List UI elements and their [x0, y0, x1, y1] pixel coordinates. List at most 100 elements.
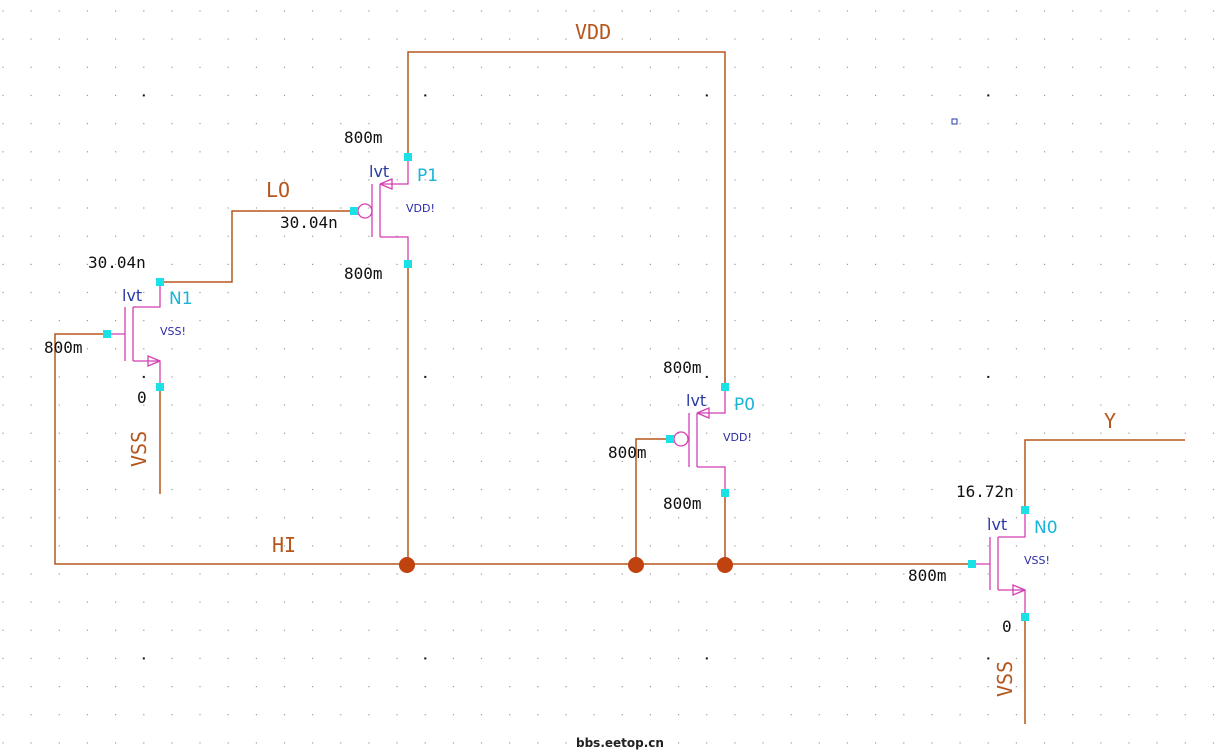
grid-dot [931, 320, 933, 322]
grid-dot [1184, 38, 1186, 40]
pin-n1-gate[interactable] [103, 330, 111, 338]
grid-dot [1184, 179, 1186, 181]
pin-p0-source[interactable] [721, 383, 729, 391]
grid-dot [1128, 404, 1130, 406]
pin-n0-source[interactable] [1021, 613, 1029, 621]
n0-instance-name: N0 [1034, 518, 1058, 538]
grid-dot [227, 66, 229, 68]
grid-dot [931, 123, 933, 125]
grid-dot [706, 10, 708, 12]
grid-dot [790, 38, 792, 40]
pin-p0-drain[interactable] [721, 489, 729, 497]
grid-dot [142, 375, 145, 378]
grid-dot [30, 263, 32, 265]
grid-dot [621, 601, 623, 603]
grid-dot [396, 38, 398, 40]
grid-dot [875, 432, 877, 434]
grid-dot [762, 460, 764, 462]
grid-dot [396, 432, 398, 434]
grid-dot [734, 517, 736, 519]
grid-dot [199, 488, 201, 491]
wire-vdd[interactable] [407, 51, 726, 387]
pin-p1-source[interactable] [404, 153, 412, 161]
grid-dot [537, 573, 539, 575]
grid-dot [903, 263, 905, 265]
grid-dot [368, 545, 370, 547]
grid-dot [452, 657, 454, 659]
grid-dot [931, 291, 933, 294]
grid-dot [818, 460, 820, 462]
grid-dot [1044, 151, 1046, 153]
grid-dot [1128, 320, 1130, 322]
grid-dot [424, 686, 426, 688]
grid-dot [734, 629, 736, 631]
grid-dot [171, 742, 173, 744]
grid-dot [565, 742, 567, 744]
grid-dot [593, 235, 595, 237]
grid-dot [227, 545, 229, 547]
wire-hi[interactable] [54, 333, 972, 565]
grid-dot [1100, 151, 1102, 153]
grid-dot [593, 320, 595, 322]
grid-dot [143, 517, 145, 519]
grid-dot [621, 291, 623, 294]
grid-dot [509, 432, 511, 434]
grid-dot [30, 460, 32, 462]
wire-y[interactable] [1024, 439, 1185, 510]
grid-dot [58, 151, 60, 153]
pin-p1-drain[interactable] [404, 260, 412, 268]
grid-dot [706, 263, 708, 265]
grid-dot [368, 10, 370, 12]
grid-dot [30, 235, 32, 237]
grid-dot [340, 742, 342, 744]
grid-dot [1072, 94, 1074, 96]
grid-dot [340, 320, 342, 322]
grid-dot [846, 38, 849, 40]
grid-dot [424, 601, 426, 603]
grid-dot [255, 291, 257, 294]
grid-dot [875, 601, 877, 603]
grid-dot [1072, 657, 1074, 659]
grid-dot [790, 94, 792, 96]
grid-dot [678, 179, 680, 181]
grid-dot [1100, 517, 1102, 519]
grid-dot [227, 488, 229, 491]
grid-dot [1156, 179, 1158, 181]
grid-dot [1015, 657, 1017, 659]
wire-p0-gate[interactable] [635, 438, 670, 564]
grid-dot [30, 573, 32, 575]
wire-lo[interactable] [160, 210, 354, 283]
transistor-n0[interactable] [968, 506, 1029, 621]
grid-dot [480, 545, 483, 547]
grid-dot [931, 629, 933, 631]
grid-dot [1212, 517, 1215, 519]
grid-dot [846, 263, 849, 265]
pin-p0-gate[interactable] [666, 435, 674, 443]
grid-dot [734, 545, 736, 547]
grid-dot [86, 263, 88, 265]
grid-dot [30, 348, 32, 350]
grid-dot [1072, 404, 1074, 406]
grid-dot [340, 376, 342, 378]
pin-p1-gate[interactable] [350, 207, 358, 215]
grid-dot [762, 320, 764, 322]
grid-dot [959, 404, 961, 406]
transistor-p0[interactable] [666, 383, 729, 497]
grid-dot [846, 714, 849, 716]
transistor-p1[interactable] [350, 153, 412, 268]
pin-n1-source[interactable] [156, 383, 164, 391]
grid-dot [903, 376, 905, 378]
grid-dot [2, 179, 4, 181]
pin-n1-drain[interactable] [156, 278, 164, 286]
grid-dot [115, 94, 117, 96]
grid-dot [480, 66, 483, 68]
grid-dot [480, 629, 483, 631]
grid-dot [424, 38, 426, 40]
grid-dot [30, 179, 32, 181]
grid-dot [1184, 376, 1186, 378]
pin-n0-drain[interactable] [1021, 506, 1029, 514]
grid-dot [143, 10, 145, 12]
grid-dot [1156, 460, 1158, 462]
transistor-n1[interactable] [103, 278, 164, 391]
pin-n0-gate[interactable] [968, 560, 976, 568]
